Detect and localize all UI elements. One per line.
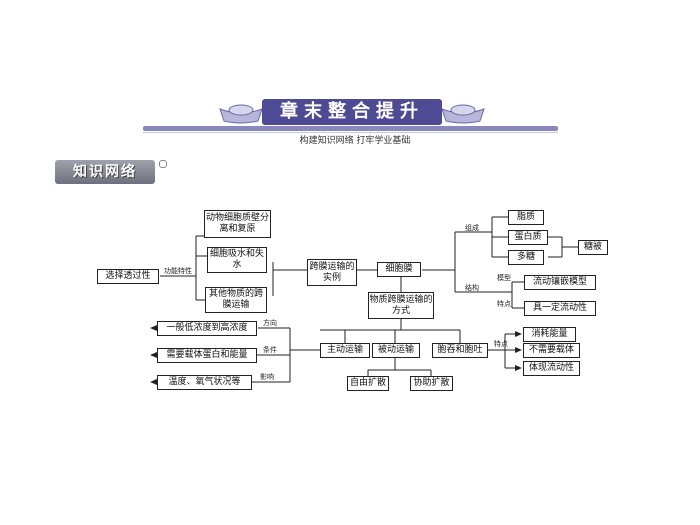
glycocalyx-box: 糖被 [578, 240, 608, 255]
direction-label: 方向 [263, 318, 277, 328]
structure-label: 结构 [465, 283, 479, 293]
selective-permeability-box: 选择透过性 [97, 269, 159, 284]
passive-transport-box: 被动运输 [372, 343, 420, 358]
cell-membrane-box: 细胞膜 [377, 262, 421, 277]
feature-label: 特点 [494, 339, 508, 349]
free-diffusion-box: 自由扩散 [347, 376, 389, 391]
water-exchange-box: 细胞吸水和失水 [207, 247, 267, 273]
transport-examples-box: 跨膜运输的实例 [307, 259, 357, 286]
model-label: 模型 [497, 273, 511, 283]
trait-label: 特点 [497, 299, 511, 309]
polysaccharide-box: 多糖 [508, 250, 544, 265]
influence-box: 温度、氧气状况等 [157, 375, 252, 390]
fluid-mosaic-box: 流动镶嵌模型 [524, 275, 596, 290]
membrane-fluidity-box: 体现流动性 [523, 361, 580, 376]
consume-energy-box: 消耗能量 [523, 327, 576, 342]
active-transport-box: 主动运输 [320, 343, 370, 358]
condition-box: 需要载体蛋白和能量 [157, 348, 257, 363]
influence-label: 影响 [260, 372, 274, 382]
facilitated-diffusion-box: 协助扩散 [410, 376, 453, 391]
function-feature-label: 功能特性 [164, 266, 192, 276]
condition-label: 条件 [263, 345, 277, 355]
fluidity-box: 具一定流动性 [524, 301, 596, 316]
composition-label: 组成 [465, 223, 479, 233]
plasmolysis-box: 动物细胞质壁分离和复原 [204, 210, 271, 238]
protein-box: 蛋白质 [508, 230, 548, 245]
transport-ways-box: 物质跨膜运输的方式 [368, 292, 434, 319]
other-transport-box: 其他物质的跨膜运输 [205, 287, 267, 313]
endo-exocytosis-box: 胞吞和胞吐 [432, 343, 488, 358]
lipid-box: 脂质 [508, 210, 544, 225]
no-carrier-box: 不需要载体 [523, 343, 580, 358]
direction-box: 一般低浓度到高浓度 [157, 321, 257, 336]
